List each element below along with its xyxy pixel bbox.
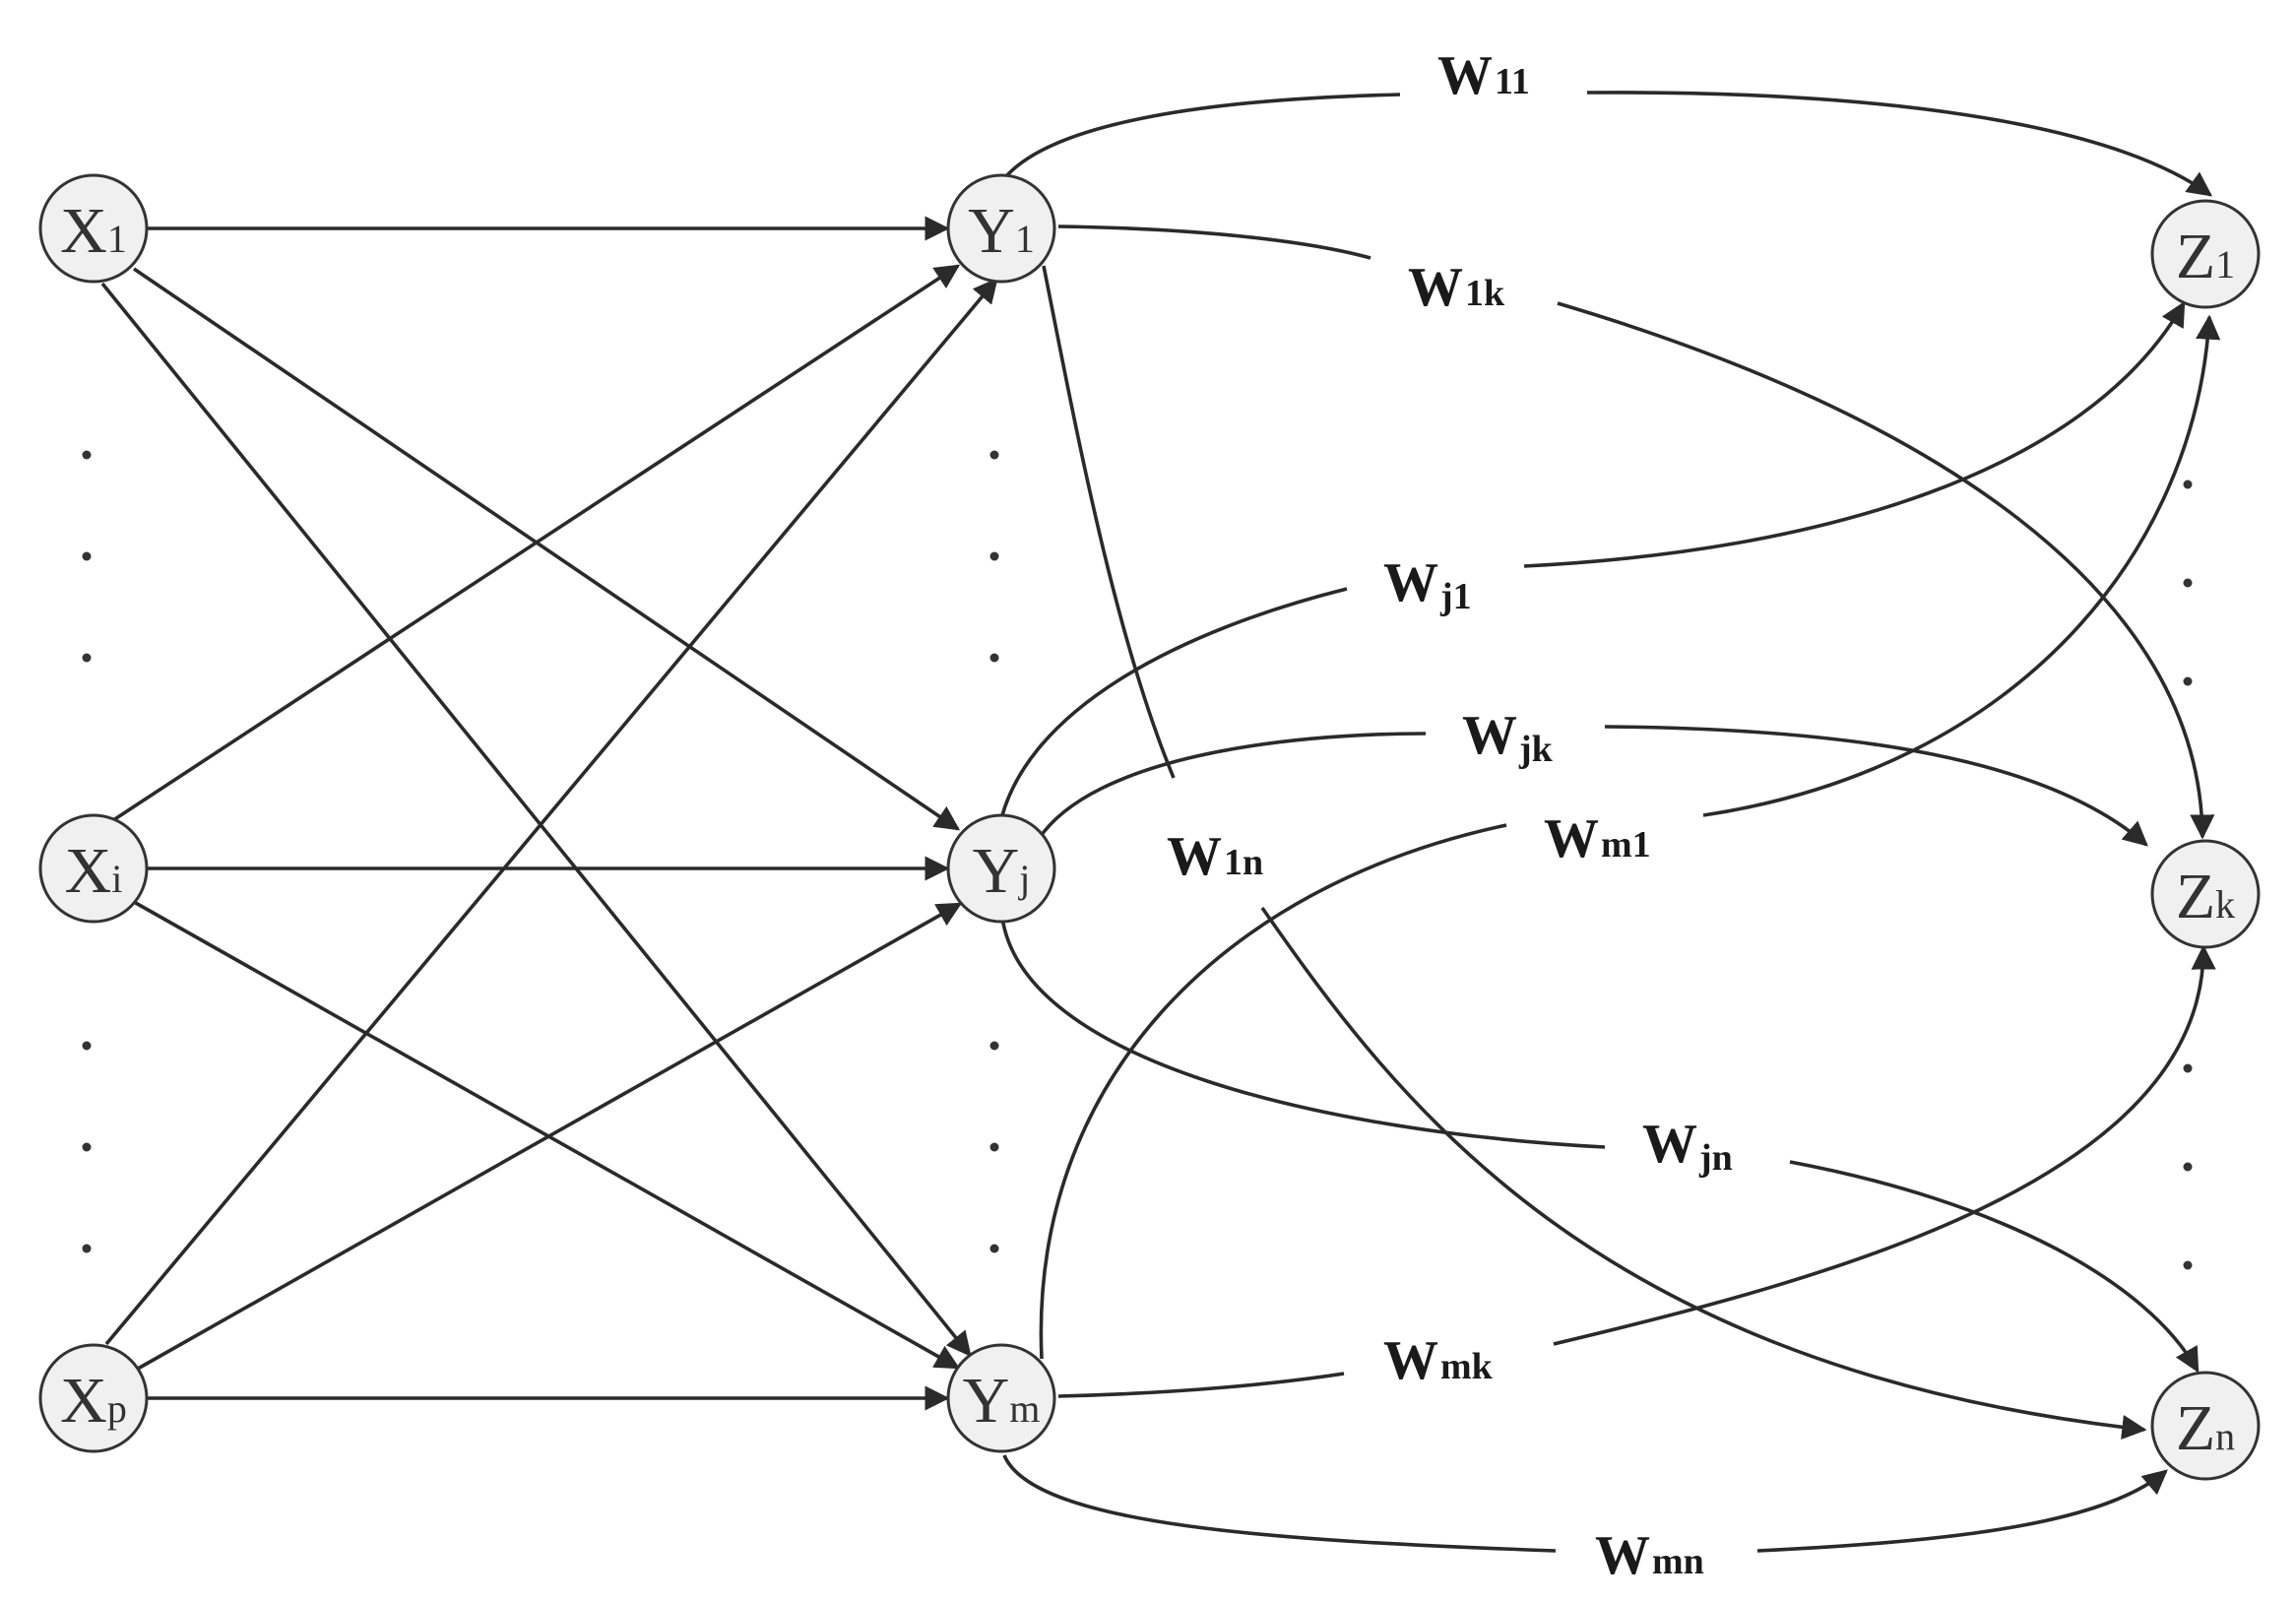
weight-labels: W11 W1k W1n Wj1 Wjk Wjn Wm1 Wmk Wmn	[1167, 45, 1733, 1586]
edge-xp-y1	[104, 278, 998, 1346]
node-z1: Z1	[2150, 199, 2261, 309]
hidden-output-edges	[997, 91, 2221, 1553]
edge-xi-y1	[112, 264, 961, 822]
weight-label-w11: W11	[1437, 45, 1530, 106]
edge-w11	[1586, 91, 2213, 197]
svg-text:Xi: Xi	[65, 835, 123, 907]
svg-text:Y1: Y1	[968, 195, 1035, 267]
node-y1: Y1	[946, 173, 1056, 284]
svg-text:X1: X1	[60, 195, 127, 267]
node-zk: Zk	[2150, 839, 2261, 949]
svg-text:Xp: Xp	[60, 1365, 127, 1437]
svg-text:Ym: Ym	[963, 1365, 1041, 1437]
edge-wmn	[1756, 1469, 2168, 1553]
weight-label-wmk: Wmk	[1383, 1330, 1494, 1391]
edge-wjn	[1789, 1160, 2200, 1374]
weight-label-wmn: Wmn	[1595, 1525, 1704, 1586]
edge-w1k	[1057, 224, 1371, 260]
edge-wm1	[1039, 823, 1507, 1360]
edge-wmk	[1057, 1372, 1345, 1398]
edge-w1n	[1042, 265, 1176, 779]
edge-wm1	[1702, 314, 2221, 817]
weight-label-wm1: Wm1	[1544, 808, 1651, 869]
weight-label-w1k: W1k	[1408, 257, 1505, 318]
edge-xi-ym	[133, 900, 961, 1370]
edge-wmk	[1553, 944, 2216, 1346]
edge-w1k	[1557, 301, 2215, 840]
svg-text:Zk: Zk	[2176, 861, 2235, 932]
weight-label-wj1: Wj1	[1383, 552, 1472, 617]
svg-text:Yj: Yj	[973, 835, 1031, 907]
svg-text:Z1: Z1	[2176, 221, 2235, 292]
input-hidden-edges	[100, 216, 998, 1411]
node-ym: Ym	[946, 1343, 1056, 1453]
edge-wj1	[997, 587, 1348, 828]
edge-wjk	[1604, 725, 2148, 847]
output-layer: Z1 Zk Zn	[2150, 199, 2261, 1481]
node-xi: Xi	[38, 813, 149, 924]
edge-wjk	[1037, 732, 1427, 841]
weight-label-w1n: W1n	[1167, 826, 1263, 887]
hidden-layer: Y1 Yj Ym	[946, 173, 1056, 1453]
weight-label-wjn: Wjn	[1642, 1114, 1733, 1179]
input-layer: X1 Xi Xp	[38, 173, 149, 1453]
edge-wmn	[1002, 1454, 1557, 1553]
node-xp: Xp	[38, 1343, 149, 1453]
edge-x1-yj	[132, 267, 961, 831]
edge-w1n	[1260, 906, 2147, 1441]
edge-wjn	[1000, 917, 1606, 1149]
edge-x1-ym	[100, 282, 972, 1357]
edge-w11	[997, 93, 1401, 186]
edge-xp-yj	[137, 902, 963, 1371]
ellipsis-dots	[82, 450, 2193, 1270]
node-yj: Yj	[946, 813, 1056, 924]
node-zn: Zn	[2150, 1371, 2261, 1481]
edge-wj1	[1523, 300, 2186, 568]
node-x1: X1	[38, 173, 149, 284]
weight-label-wjk: Wjk	[1462, 705, 1554, 770]
svg-text:Zn: Zn	[2176, 1392, 2235, 1464]
